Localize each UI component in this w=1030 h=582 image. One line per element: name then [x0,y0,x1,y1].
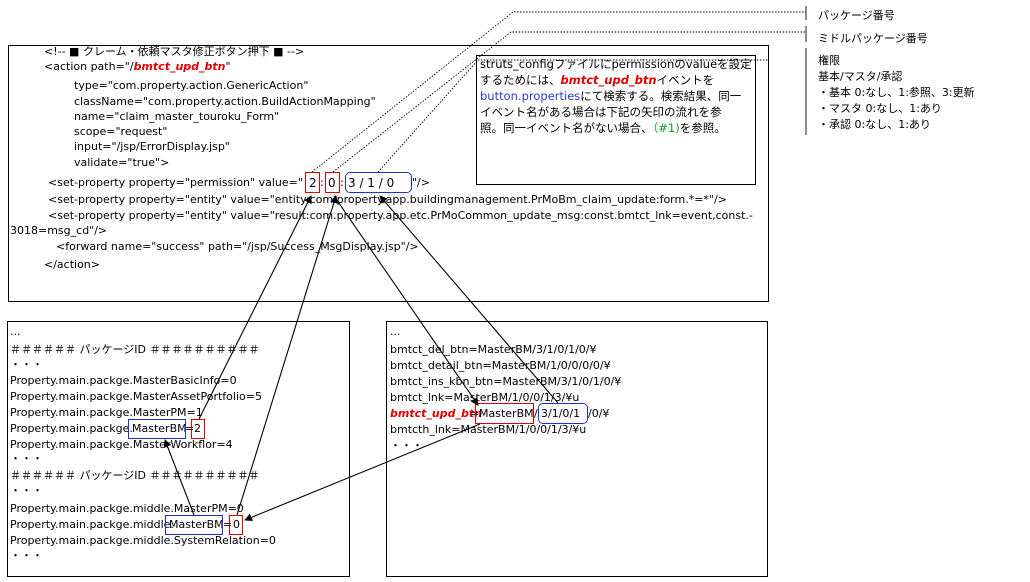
struts-config-box [8,45,769,302]
right-lnk: bmtct_lnk=MasterBM/1/0/0/1/3/¥u [390,391,580,404]
left-dots-4: ・・・ [10,484,43,497]
perm-value-3: 3 / 1 / 0 [348,176,395,190]
button-properties-box [386,321,768,577]
perm-value-1-highlight [305,172,320,193]
left-middle-bm-eq: = [223,518,233,531]
left-header-2: ＃＃＃＃＃＃ パッケージID ＃＃＃＃＃＃＃＃＃＃ [10,469,260,482]
note-line-3: button.propertiesにて検索する。検索結果、同一 [480,88,741,104]
left-middle-bm-prefix: Property.main.packge.middle. [10,518,174,531]
code-type: type="com.property.action.GenericAction" [74,79,309,92]
note-line-5b: を参照。 [679,121,726,135]
left-system-relation: Property.main.packge.middle.SystemRelati… [10,534,276,547]
callout-middle-package-number [332,31,806,173]
arrow-right-values-to-perm-3 [379,195,559,404]
note-line-5a: 照。同一イベント名がない場合、 [480,121,653,135]
legend-permission-master: ・マスタ 0:なし、1:あり [818,102,942,115]
perm-value-3-highlight [345,172,412,193]
note-ref: （#1) [652,121,680,135]
note-line-1: struts_configファイルにpermissionのvalueを設定 [480,57,752,71]
note-line-3b: にて検索する。検索結果、同一 [580,89,742,103]
code-permission-prefix: <set-property property="permission" valu… [48,176,303,189]
code-action-prefix: <action path="/ [44,60,134,73]
left-middle-bm-value: 0 [233,518,240,531]
right-upd-btn-key-highlight [475,403,534,424]
code-validate: validate="true"> [74,156,170,169]
perm-value-1: 2 [309,176,317,190]
explanation-note-box [476,55,756,185]
right-dots-2: ・・・ [390,439,423,452]
left-basic-info: Property.main.packge.MasterBasicInfo=0 [10,374,237,387]
left-middle-bm-key: MasterBM [169,518,224,531]
right-upd-btn-values-highlight [538,403,588,424]
right-upd-btn-key: MasterBM [479,407,534,420]
note-line-2b: イベントを [656,73,715,87]
left-middle-bm-value-highlight [229,515,243,535]
perm-sep-2: : [340,176,344,189]
code-name: name="claim_master_touroku_Form" [74,110,280,123]
arrow-right-key-to-left-middle-bm [244,423,481,522]
code-action-close: </action> [44,258,100,271]
left-middle-bm-key-highlight [165,515,223,535]
legend-package-number: パッケージ番号 [818,9,895,22]
callout-package-number [311,11,806,173]
note-line-4: イベント名がある場合は下記の矢印の流れを参 [480,105,722,119]
left-dots-2: ・・・ [10,358,43,371]
code-scope: scope="request" [74,125,168,138]
left-header-1: ＃＃＃＃＃＃ パッケージID ＃＃＃＃＃＃＃＃＃＃ [10,343,260,356]
code-action-line: <action path="/bmtct_upd_btn" [44,60,231,74]
code-comment: <!-- ■ クレーム・依頼マスタ修正ボタン押下 ■ --> [44,45,305,58]
code-action-suffix: " [225,60,231,73]
legend-permission-approve: ・承認 0:なし、1:あり [818,118,931,131]
code-action-name: bmtct_upd_btn [133,60,226,73]
perm-value-2: 0 [328,176,336,190]
right-upd-btn-sep: / [534,407,538,420]
code-forward: <forward name="success" path="/jsp/Succe… [56,240,419,253]
note-line-5: 照。同一イベント名がない場合、（#1)を参照。 [480,120,726,136]
right-ins-kbn-btn: bmtct_ins_kbn_btn=MasterBM/3/1/0/1/0/¥ [390,375,622,388]
code-classname: className="com.property.action.BuildActi… [74,95,376,108]
right-dots-1: ... [390,325,401,338]
right-upd-btn-name: bmtct_upd_btn [390,407,482,420]
note-properties-link: button.properties [480,89,581,103]
perm-sep: : [320,176,324,189]
left-dots-1: ... [10,325,21,338]
legend-permission-subtitle: 基本/マスタ/承認 [818,70,903,83]
arrow-left-bm-value-to-perm-1 [198,195,312,420]
perm-value-2-highlight [325,172,340,193]
note-line-2: するためには、bmtct_upd_btnイベントを [480,72,714,88]
perm-suffix: "/> [412,176,430,189]
callout-permission [377,59,768,173]
legend-middle-package-number: ミドルパッケージ番号 [818,32,928,45]
code-input: input="/jsp/ErrorDisplay.jsp" [74,140,230,153]
arrow-left-middle-key-to-left-bm [163,439,195,516]
right-th-lnk: bmtcth_lnk=MasterBM/1/0/0/1/3/¥u [390,423,587,436]
legend-permission-basic: ・基本 0:なし、1:参照、3:更新 [818,86,975,99]
left-master-bm-eq: = [185,422,195,435]
left-master-bm-value-highlight [191,419,205,439]
right-detail-btn: bmtct_detail_btn=MasterBM/1/0/0/0/0/¥ [390,359,611,372]
left-dots-5: ・・・ [10,549,43,562]
left-middle-master-pm: Property.main.packge.middle.MasterPM=0 [10,502,244,515]
left-dots-3: ・・・ [10,452,43,465]
right-upd-btn-values: 3/1/0/1 [541,407,581,420]
left-master-pm: Property.main.packge.MasterPM=1 [10,406,203,419]
code-entity-2b: 3018=msg_cd"/> [10,224,108,237]
note-line-2a: するためには、 [480,73,561,87]
code-entity-2a: <set-property property="entity" value="r… [48,209,753,222]
left-master-bm-value: 2 [194,422,201,435]
legend-permission-title: 権限 [818,54,840,67]
package-id-properties-box [7,321,350,577]
left-master-workflow: Property.main.packge.MasterWorkflor=4 [10,438,233,451]
arrow-left-middle-value-to-perm-2 [236,195,338,516]
left-master-bm-key: MasterBM [132,422,187,435]
right-upd-btn-eq: = [470,407,480,420]
arrow-perm-2-to-right-upd [333,195,479,406]
note-event-name: bmtct_upd_btn [560,73,657,87]
right-upd-btn-tail: /0/¥ [588,407,610,420]
left-asset-portfolio: Property.main.packge.MasterAssetPortfoli… [10,390,262,403]
left-master-bm-key-highlight [128,419,186,439]
left-master-bm-prefix: Property.main.packge. [10,422,133,435]
